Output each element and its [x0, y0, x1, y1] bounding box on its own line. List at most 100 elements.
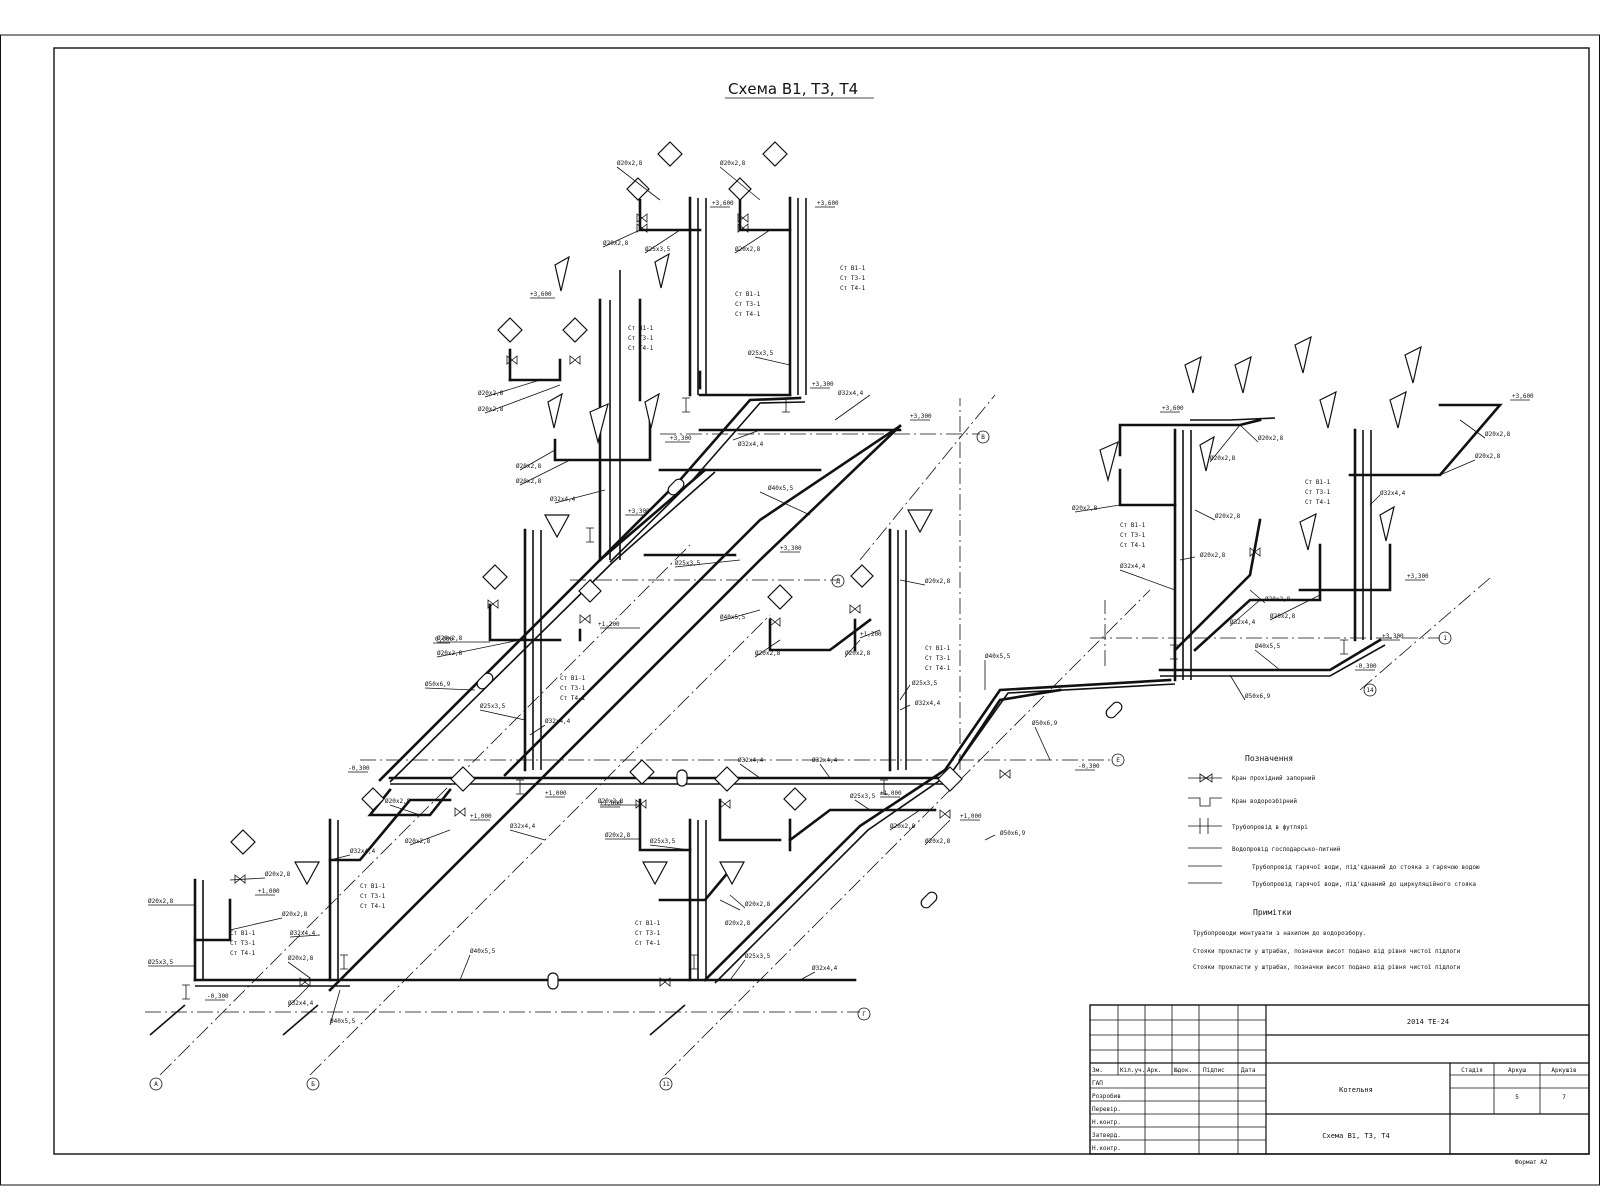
pipe-network-main	[193, 196, 1503, 992]
axis-bubble-1: 1	[1438, 631, 1452, 645]
svg-text:№док.: №док.	[1174, 1067, 1192, 1074]
svg-text:Ø20х2,8: Ø20х2,8	[1485, 431, 1511, 438]
legend-heading: Позначення	[1245, 754, 1293, 763]
svg-text:Затверд.: Затверд.	[1092, 1132, 1121, 1139]
svg-text:Ø40х5,5: Ø40х5,5	[1255, 643, 1281, 650]
svg-text:Ø25х3,5: Ø25х3,5	[148, 959, 174, 966]
axis-bubble-d: Д	[831, 574, 845, 588]
svg-text:Ст Т3-1: Ст Т3-1	[735, 301, 761, 308]
svg-text:+3,300: +3,300	[780, 545, 802, 552]
svg-text:Зм.: Зм.	[1092, 1067, 1103, 1074]
svg-text:11: 11	[662, 1081, 670, 1088]
svg-text:Ст Т4-1: Ст Т4-1	[840, 285, 866, 292]
svg-text:Ø20х2,8: Ø20х2,8	[598, 798, 624, 805]
svg-text:Ст Т4-1: Ст Т4-1	[628, 345, 654, 352]
legend-item-valve: Кран прохідний запорний	[1188, 773, 1315, 783]
svg-text:Ø40х5,5: Ø40х5,5	[330, 1018, 356, 1025]
svg-text:Ø40х5,5: Ø40х5,5	[470, 948, 496, 955]
sheet-border-outer	[0, 34, 1600, 1186]
svg-text:1: 1	[1443, 635, 1447, 642]
svg-text:Ø40х5,5: Ø40х5,5	[720, 614, 746, 621]
svg-text:Ø20х2,8: Ø20х2,8	[288, 955, 314, 962]
svg-text:Аркуш: Аркуш	[1508, 1067, 1526, 1074]
svg-text:Д: Д	[836, 578, 840, 585]
svg-text:Ø20х2,8: Ø20х2,8	[745, 901, 771, 908]
tb-object: Котельня	[1339, 1086, 1373, 1094]
svg-text:+3,600: +3,600	[530, 291, 552, 298]
legend-item-b1: Водопровід господарсько-питний	[1188, 846, 1341, 853]
notes-heading: Примітки	[1253, 908, 1292, 917]
svg-text:Ø50х6,9: Ø50х6,9	[1032, 720, 1058, 727]
svg-text:Ø32х4,4: Ø32х4,4	[812, 965, 838, 972]
svg-text:Ст Т3-1: Ст Т3-1	[628, 335, 654, 342]
svg-text:Ø25х3,5: Ø25х3,5	[850, 793, 876, 800]
svg-text:Ø50х6,9: Ø50х6,9	[1000, 830, 1026, 837]
svg-text:Ст В1-1: Ст В1-1	[635, 920, 661, 927]
legend-item-t3: Трубопровід гарячої води, під'єднаний до…	[1188, 864, 1480, 871]
svg-text:Дата: Дата	[1241, 1067, 1256, 1074]
svg-text:Ст Т4-1: Ст Т4-1	[360, 903, 386, 910]
svg-text:Ø20х2,8: Ø20х2,8	[1200, 552, 1226, 559]
svg-text:Арк.: Арк.	[1147, 1067, 1161, 1074]
svg-text:Трубопровід гарячої води, під': Трубопровід гарячої води, під'єднаний до…	[1252, 881, 1476, 888]
svg-text:Ст Т3-1: Ст Т3-1	[360, 893, 386, 900]
svg-text:Ø32х4,4: Ø32х4,4	[1120, 563, 1146, 570]
svg-text:Ø32х4,4: Ø32х4,4	[738, 441, 764, 448]
svg-text:+1,000: +1,000	[880, 790, 902, 797]
svg-text:Ø20х2,8: Ø20х2,8	[478, 390, 504, 397]
svg-text:Ø25х3,5: Ø25х3,5	[745, 953, 771, 960]
axis-bubble-b: Б	[306, 1077, 320, 1091]
pipe-sleeves	[476, 478, 1123, 990]
svg-text:Ø32х4,4: Ø32х4,4	[1380, 490, 1406, 497]
tb-code: 2014 ТЕ-24	[1407, 1018, 1449, 1026]
svg-text:Ø20х2,8: Ø20х2,8	[925, 838, 951, 845]
svg-text:Ст В1-1: Ст В1-1	[1305, 479, 1331, 486]
svg-text:Ø32х4,4: Ø32х4,4	[545, 718, 571, 725]
svg-text:-0,300: -0,300	[1355, 663, 1377, 670]
svg-text:Ø32х4,4: Ø32х4,4	[288, 1000, 314, 1007]
legend: Позначення Кран прохідний запорний Кран …	[1188, 754, 1480, 888]
svg-text:Ø20х2,8: Ø20х2,8	[437, 650, 463, 657]
svg-text:Ø20х2,8: Ø20х2,8	[1475, 453, 1501, 460]
svg-text:Ø20х2,8: Ø20х2,8	[603, 240, 629, 247]
svg-text:+3,300: +3,300	[1407, 573, 1429, 580]
svg-text:+3,600: +3,600	[1162, 405, 1184, 412]
svg-text:Ø20х2,8: Ø20х2,8	[516, 478, 542, 485]
svg-text:Ø20х2,8: Ø20х2,8	[925, 578, 951, 585]
svg-text:Ст Т3-1: Ст Т3-1	[230, 940, 256, 947]
svg-text:Ø32х4,4: Ø32х4,4	[350, 848, 376, 855]
svg-text:Ø20х2,8: Ø20х2,8	[1258, 435, 1284, 442]
svg-text:+3,300: +3,300	[910, 413, 932, 420]
svg-text:+1,200: +1,200	[598, 621, 620, 628]
svg-text:Б: Б	[311, 1081, 315, 1088]
svg-text:Ø50х6,9: Ø50х6,9	[425, 681, 451, 688]
svg-text:Ø25х3,5: Ø25х3,5	[650, 838, 676, 845]
svg-text:Ø20х2,8: Ø20х2,8	[405, 838, 431, 845]
svg-text:Ø20х2,8: Ø20х2,8	[735, 246, 761, 253]
svg-text:Кіл.уч.: Кіл.уч.	[1120, 1067, 1145, 1074]
svg-text:Ø50х6,9: Ø50х6,9	[1245, 693, 1271, 700]
notes: Примітки Трубопроводи монтувати з нахило…	[1193, 908, 1461, 971]
svg-text:Ø20х2,8: Ø20х2,8	[148, 898, 174, 905]
axis-bubble-14: 14	[1363, 683, 1377, 697]
fixture-triangles	[293, 252, 1422, 886]
svg-text:Ø32х4,4: Ø32х4,4	[838, 390, 864, 397]
svg-text:Ст Т4-1: Ст Т4-1	[1120, 542, 1146, 549]
svg-text:Ст Т4-1: Ст Т4-1	[735, 311, 761, 318]
svg-text:Ø20х2,8: Ø20х2,8	[605, 832, 631, 839]
svg-text:+3,600: +3,600	[817, 200, 839, 207]
svg-text:Ø20х2,8: Ø20х2,8	[1210, 455, 1236, 462]
svg-text:Ø25х3,5: Ø25х3,5	[748, 350, 774, 357]
riser-tags: Ст В1-1 Ст Т3-1 Ст Т4-1 Ст В1-1 Ст Т3-1 …	[230, 265, 1331, 957]
svg-text:Ø32х4,4: Ø32х4,4	[550, 496, 576, 503]
tb-sheets-total: 7	[1562, 1094, 1566, 1101]
svg-text:Ø20х2,8: Ø20х2,8	[265, 871, 291, 878]
svg-text:Ø20х2,8: Ø20х2,8	[1265, 596, 1291, 603]
svg-text:Аркушів: Аркушів	[1551, 1067, 1576, 1074]
svg-text:Ст В1-1: Ст В1-1	[560, 675, 586, 682]
svg-text:+3,300: +3,300	[812, 381, 834, 388]
svg-text:Е: Е	[1116, 757, 1120, 764]
svg-text:+3,300: +3,300	[1382, 633, 1404, 640]
legend-item-flange: Трубопровід в футлярі	[1188, 818, 1308, 834]
svg-text:+1,000: +1,000	[600, 800, 622, 807]
